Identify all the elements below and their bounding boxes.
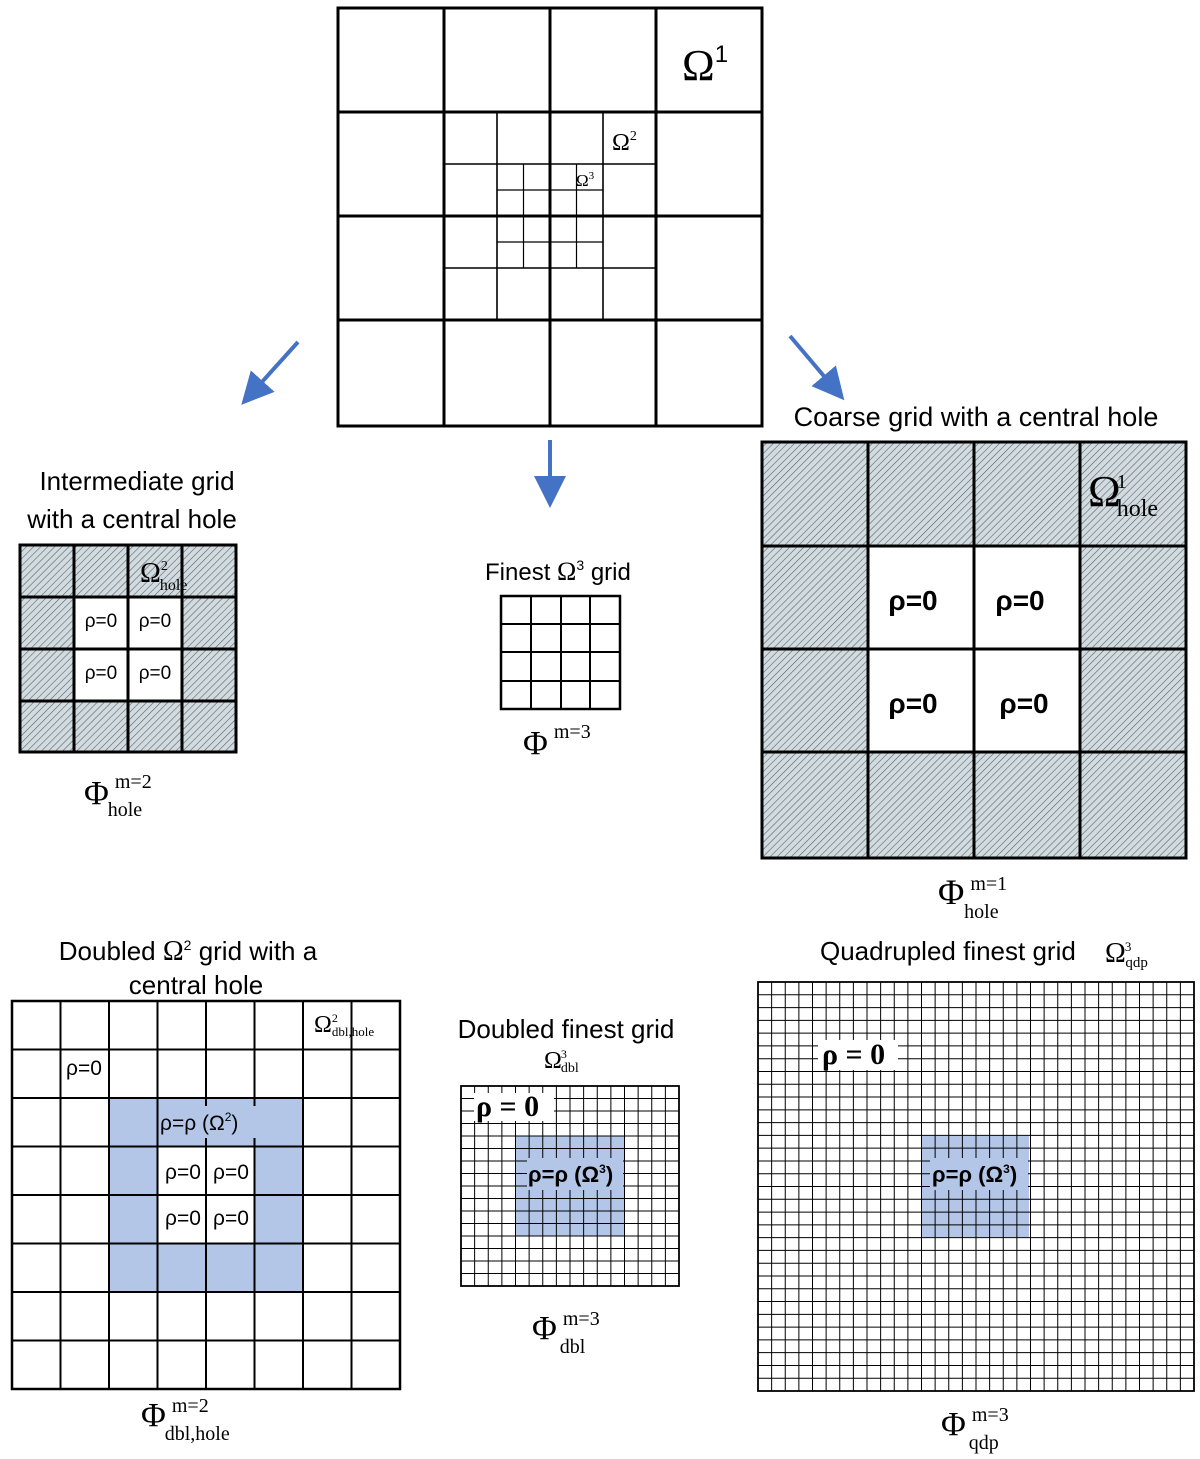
rho-rho-omega2-label: ρ=ρ (Ω2): [160, 1110, 238, 1135]
rho-zero-cell: ρ=0: [85, 611, 117, 632]
rho-zero-cell: ρ=0: [888, 688, 937, 719]
main-nested-grid: Ω1 Ω2 Ω3: [336, 6, 764, 428]
rho-eq-zero-label: ρ = 0: [822, 1038, 885, 1071]
rho-zero-cell: ρ=0: [888, 585, 937, 616]
rho-zero-cell: ρ=0: [165, 1207, 201, 1230]
rho-rho-omega3-label: ρ=ρ (Ω3): [528, 1162, 613, 1187]
rho-eq-zero-label: ρ = 0: [476, 1090, 539, 1123]
rho-zero-cell: ρ=0: [213, 1207, 249, 1230]
doubled-o2-title-line2: central hole: [129, 970, 263, 1000]
quad-title: Quadrupled finest grid: [820, 936, 1076, 966]
rho-zero-cell: ρ=0: [139, 663, 171, 684]
rho-zero-cell: ρ=0: [995, 585, 1044, 616]
intermediate-title-line1: Intermediate grid: [39, 466, 234, 496]
rho-rho-omega3-label: ρ=ρ (Ω3): [932, 1162, 1017, 1187]
coarse-title: Coarse grid with a central hole: [794, 402, 1159, 432]
rho-zero-cell: ρ=0: [213, 1161, 249, 1184]
doubled-omega2-grid: Doubled Ω2 grid with a central hole ρ=0 …: [10, 936, 402, 1445]
omega3-label: Ω3: [576, 170, 595, 190]
finest-title: Finest Ω3 grid: [485, 557, 631, 586]
arrow-to-coarse: [788, 334, 845, 401]
omega2-label: Ω2: [612, 129, 637, 156]
intermediate-title-line2: with a central hole: [26, 504, 237, 534]
arrow-to-intermediate: [241, 340, 300, 405]
doubled-o2-title-line1: Doubled Ω2 grid with a: [59, 936, 318, 967]
rho-zero-label: ρ=0: [66, 1057, 102, 1080]
doubled-finest-title: Doubled finest grid: [458, 1014, 675, 1044]
intermediate-grid-with-hole: Intermediate grid with a central hole ρ=…: [18, 466, 238, 821]
rho-zero-cell: ρ=0: [165, 1161, 201, 1184]
rho-zero-cell: ρ=0: [999, 688, 1048, 719]
omega1-label: Ω1: [682, 41, 728, 90]
rho-zero-cell: ρ=0: [85, 663, 117, 684]
coarse-grid-with-hole: Coarse grid with a central hole ρ=0 ρ=0 …: [760, 402, 1188, 923]
rho-zero-cell: ρ=0: [139, 611, 171, 632]
